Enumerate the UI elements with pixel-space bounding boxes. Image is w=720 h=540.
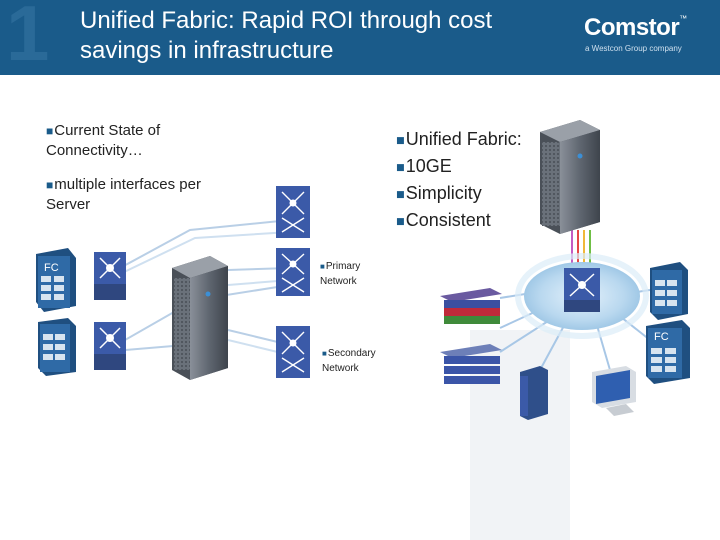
consistent-label: Consistent (405, 210, 491, 230)
unified-fabric-list: ■Unified Fabric: ■10GE ■Simplicity ■Cons… (396, 127, 536, 235)
simplicity-label: Simplicity (405, 183, 482, 203)
square-bullet-icon: ■ (46, 124, 54, 138)
logo-name: Comstor (584, 14, 680, 41)
current-state-text: ■Current State of Connectivity… (46, 121, 236, 160)
tower-server-icon (172, 256, 228, 380)
list-item: ■Simplicity (396, 181, 536, 208)
watermark-one (470, 330, 570, 540)
network-switch-icon (564, 268, 600, 312)
unified-fabric-label: Unified Fabric: (405, 129, 522, 149)
current-state-label: Current State of Connectivity… (46, 122, 161, 159)
storage-array-icon (650, 262, 688, 320)
primary-network-label: Primary Network (320, 261, 361, 287)
primary-network-text: ■Primary Network (320, 259, 380, 289)
secondary-network-label: Secondary Network (322, 348, 376, 374)
square-bullet-icon: ■ (396, 214, 405, 230)
desktop-tower-icon (520, 366, 548, 420)
storage-array-icon (646, 320, 690, 384)
network-switch-icon (276, 186, 310, 238)
fc-label-left: FC (44, 262, 59, 274)
logo-tagline: a Westcon Group company (585, 44, 682, 53)
storage-array-icon (38, 318, 76, 376)
logo-tm: ™ (679, 14, 687, 23)
network-switch-icon (94, 252, 126, 300)
square-bullet-icon: ■ (320, 262, 325, 271)
multiple-interfaces-text: ■multiple interfaces per Server (46, 175, 236, 214)
square-bullet-icon: ■ (322, 349, 327, 358)
tower-server-icon (540, 120, 600, 234)
list-item: ■Consistent (396, 208, 536, 235)
fc-label-right: FC (654, 331, 669, 343)
rack-server-icon (440, 288, 502, 324)
slide-header: 1 Unified Fabric: Rapid ROI through cost… (0, 0, 720, 75)
square-bullet-icon: ■ (396, 160, 405, 176)
secondary-network-text: ■Secondary Network (322, 346, 382, 376)
storage-array-icon (36, 248, 76, 312)
network-switch-icon (276, 326, 310, 378)
list-item: ■Unified Fabric: (396, 127, 536, 154)
tenge-label: 10GE (405, 156, 452, 176)
network-switch-icon (94, 322, 126, 370)
square-bullet-icon: ■ (396, 187, 405, 203)
comstor-logo: Comstor™ (584, 14, 687, 42)
header-number: 1 (6, 0, 50, 77)
list-item: ■10GE (396, 154, 536, 181)
square-bullet-icon: ■ (396, 133, 405, 149)
monitor-icon (592, 366, 636, 416)
rack-server-icon (440, 344, 502, 384)
square-bullet-icon: ■ (46, 178, 54, 192)
multiple-interfaces-label: multiple interfaces per Server (46, 176, 201, 213)
network-switch-icon (276, 248, 310, 296)
page-title: Unified Fabric: Rapid ROI through cost s… (80, 7, 493, 64)
